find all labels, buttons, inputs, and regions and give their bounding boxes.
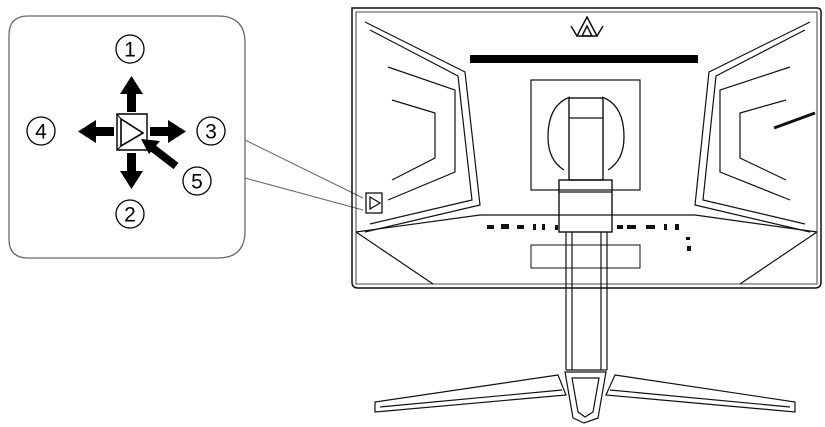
brand-logo-icon xyxy=(570,15,604,37)
port-icons xyxy=(487,224,691,251)
leader-line-top xyxy=(244,139,364,199)
callout-4: 4 xyxy=(26,116,56,146)
stand-mount-plate xyxy=(530,79,641,191)
callout-5-label: 5 xyxy=(191,171,203,194)
callout-1: 1 xyxy=(115,34,145,64)
arrow-up-icon xyxy=(120,76,143,112)
callout-2: 2 xyxy=(115,199,145,229)
stand-base xyxy=(374,371,796,424)
top-vent xyxy=(470,55,698,63)
monitor-joystick-icon xyxy=(365,192,383,214)
arrow-down-icon xyxy=(120,153,143,189)
callout-4-label: 4 xyxy=(35,121,47,144)
leader-line-bottom xyxy=(244,177,364,211)
callout-2-label: 2 xyxy=(124,204,136,227)
callout-1-label: 1 xyxy=(124,39,136,62)
arrow-left-icon xyxy=(78,120,114,143)
left-side-panel xyxy=(364,21,481,233)
callout-5: 5 xyxy=(182,166,212,196)
stand-pivot-disc xyxy=(547,96,625,171)
callout-3: 3 xyxy=(196,116,226,146)
joystick-callout-panel: 1 2 3 4 5 xyxy=(8,15,364,259)
stand-column xyxy=(565,232,608,370)
joystick-button-icon xyxy=(116,113,148,151)
arrow-press-icon xyxy=(141,139,179,170)
stand-neck xyxy=(568,97,604,181)
right-side-panel xyxy=(694,21,816,233)
monitor-inner-frame xyxy=(355,11,818,285)
arrow-right-icon xyxy=(150,120,186,143)
monitor xyxy=(351,7,822,424)
monitor-frame xyxy=(351,7,822,289)
callout-3-label: 3 xyxy=(205,121,217,144)
label-plate xyxy=(530,244,641,269)
